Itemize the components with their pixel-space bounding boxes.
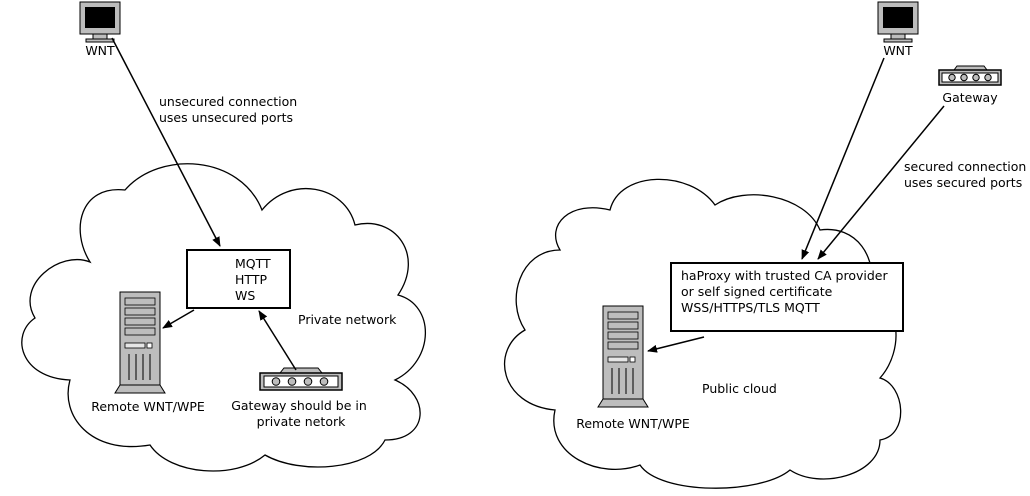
protocol-ws: WS xyxy=(235,288,255,303)
wnt-label-left: WNT xyxy=(85,43,115,58)
gateway-icon xyxy=(259,367,343,391)
unsecured-note-line-1: unsecured connection xyxy=(159,94,297,109)
protocol-http: HTTP xyxy=(235,272,267,287)
arrow-gateway-to-haproxy xyxy=(817,105,945,260)
gateway-icon xyxy=(938,65,1002,86)
secured-note-line-2: uses secured ports xyxy=(904,175,1022,190)
arrow-haproxy-to-server-right xyxy=(647,336,705,353)
gateway-right xyxy=(938,65,1002,86)
gateway-left xyxy=(259,367,343,391)
haproxy-box xyxy=(670,262,904,332)
arrow-wnt-to-haproxy xyxy=(801,57,885,260)
haproxy-line-2: or self signed certificate xyxy=(681,284,833,299)
remote-server-label-left: Remote WNT/WPE xyxy=(91,399,205,414)
wnt-label-right: WNT xyxy=(883,43,913,58)
public-cloud-section: WNT Gateway secured connection uses secu… xyxy=(503,1,1026,489)
arrow-wnt-to-protocol-box xyxy=(111,37,221,247)
wnt-monitor-left xyxy=(79,1,121,43)
public-cloud-cloud xyxy=(503,178,902,489)
haproxy-line-1: haProxy with trusted CA provider xyxy=(681,268,888,283)
arrow-box-to-server-left xyxy=(162,309,195,329)
server-icon xyxy=(114,291,166,394)
gateway-note-line-2: private netork xyxy=(257,414,346,429)
monitor-icon xyxy=(79,1,121,43)
server-icon xyxy=(597,305,649,408)
protocol-box xyxy=(186,249,291,309)
gateway-label-right: Gateway xyxy=(942,90,998,105)
remote-server-left xyxy=(114,291,166,394)
public-cloud-label: Public cloud xyxy=(702,381,777,396)
monitor-icon xyxy=(877,1,919,43)
protocol-mqtt: MQTT xyxy=(235,256,271,271)
gateway-note-line-1: Gateway should be in xyxy=(231,398,367,413)
remote-server-label-right: Remote WNT/WPE xyxy=(576,416,690,431)
private-network-label: Private network xyxy=(298,312,397,327)
arrow-gateway-to-box xyxy=(258,310,297,371)
secured-note-line-1: secured connection xyxy=(904,159,1026,174)
private-network-section: WNT unsecured connection uses unsecured … xyxy=(21,1,427,472)
remote-server-right xyxy=(597,305,649,408)
private-network-cloud xyxy=(21,163,427,472)
haproxy-line-3: WSS/HTTPS/TLS MQTT xyxy=(681,300,820,315)
unsecured-note-line-2: uses unsecured ports xyxy=(159,110,293,125)
wnt-monitor-right xyxy=(877,1,919,43)
